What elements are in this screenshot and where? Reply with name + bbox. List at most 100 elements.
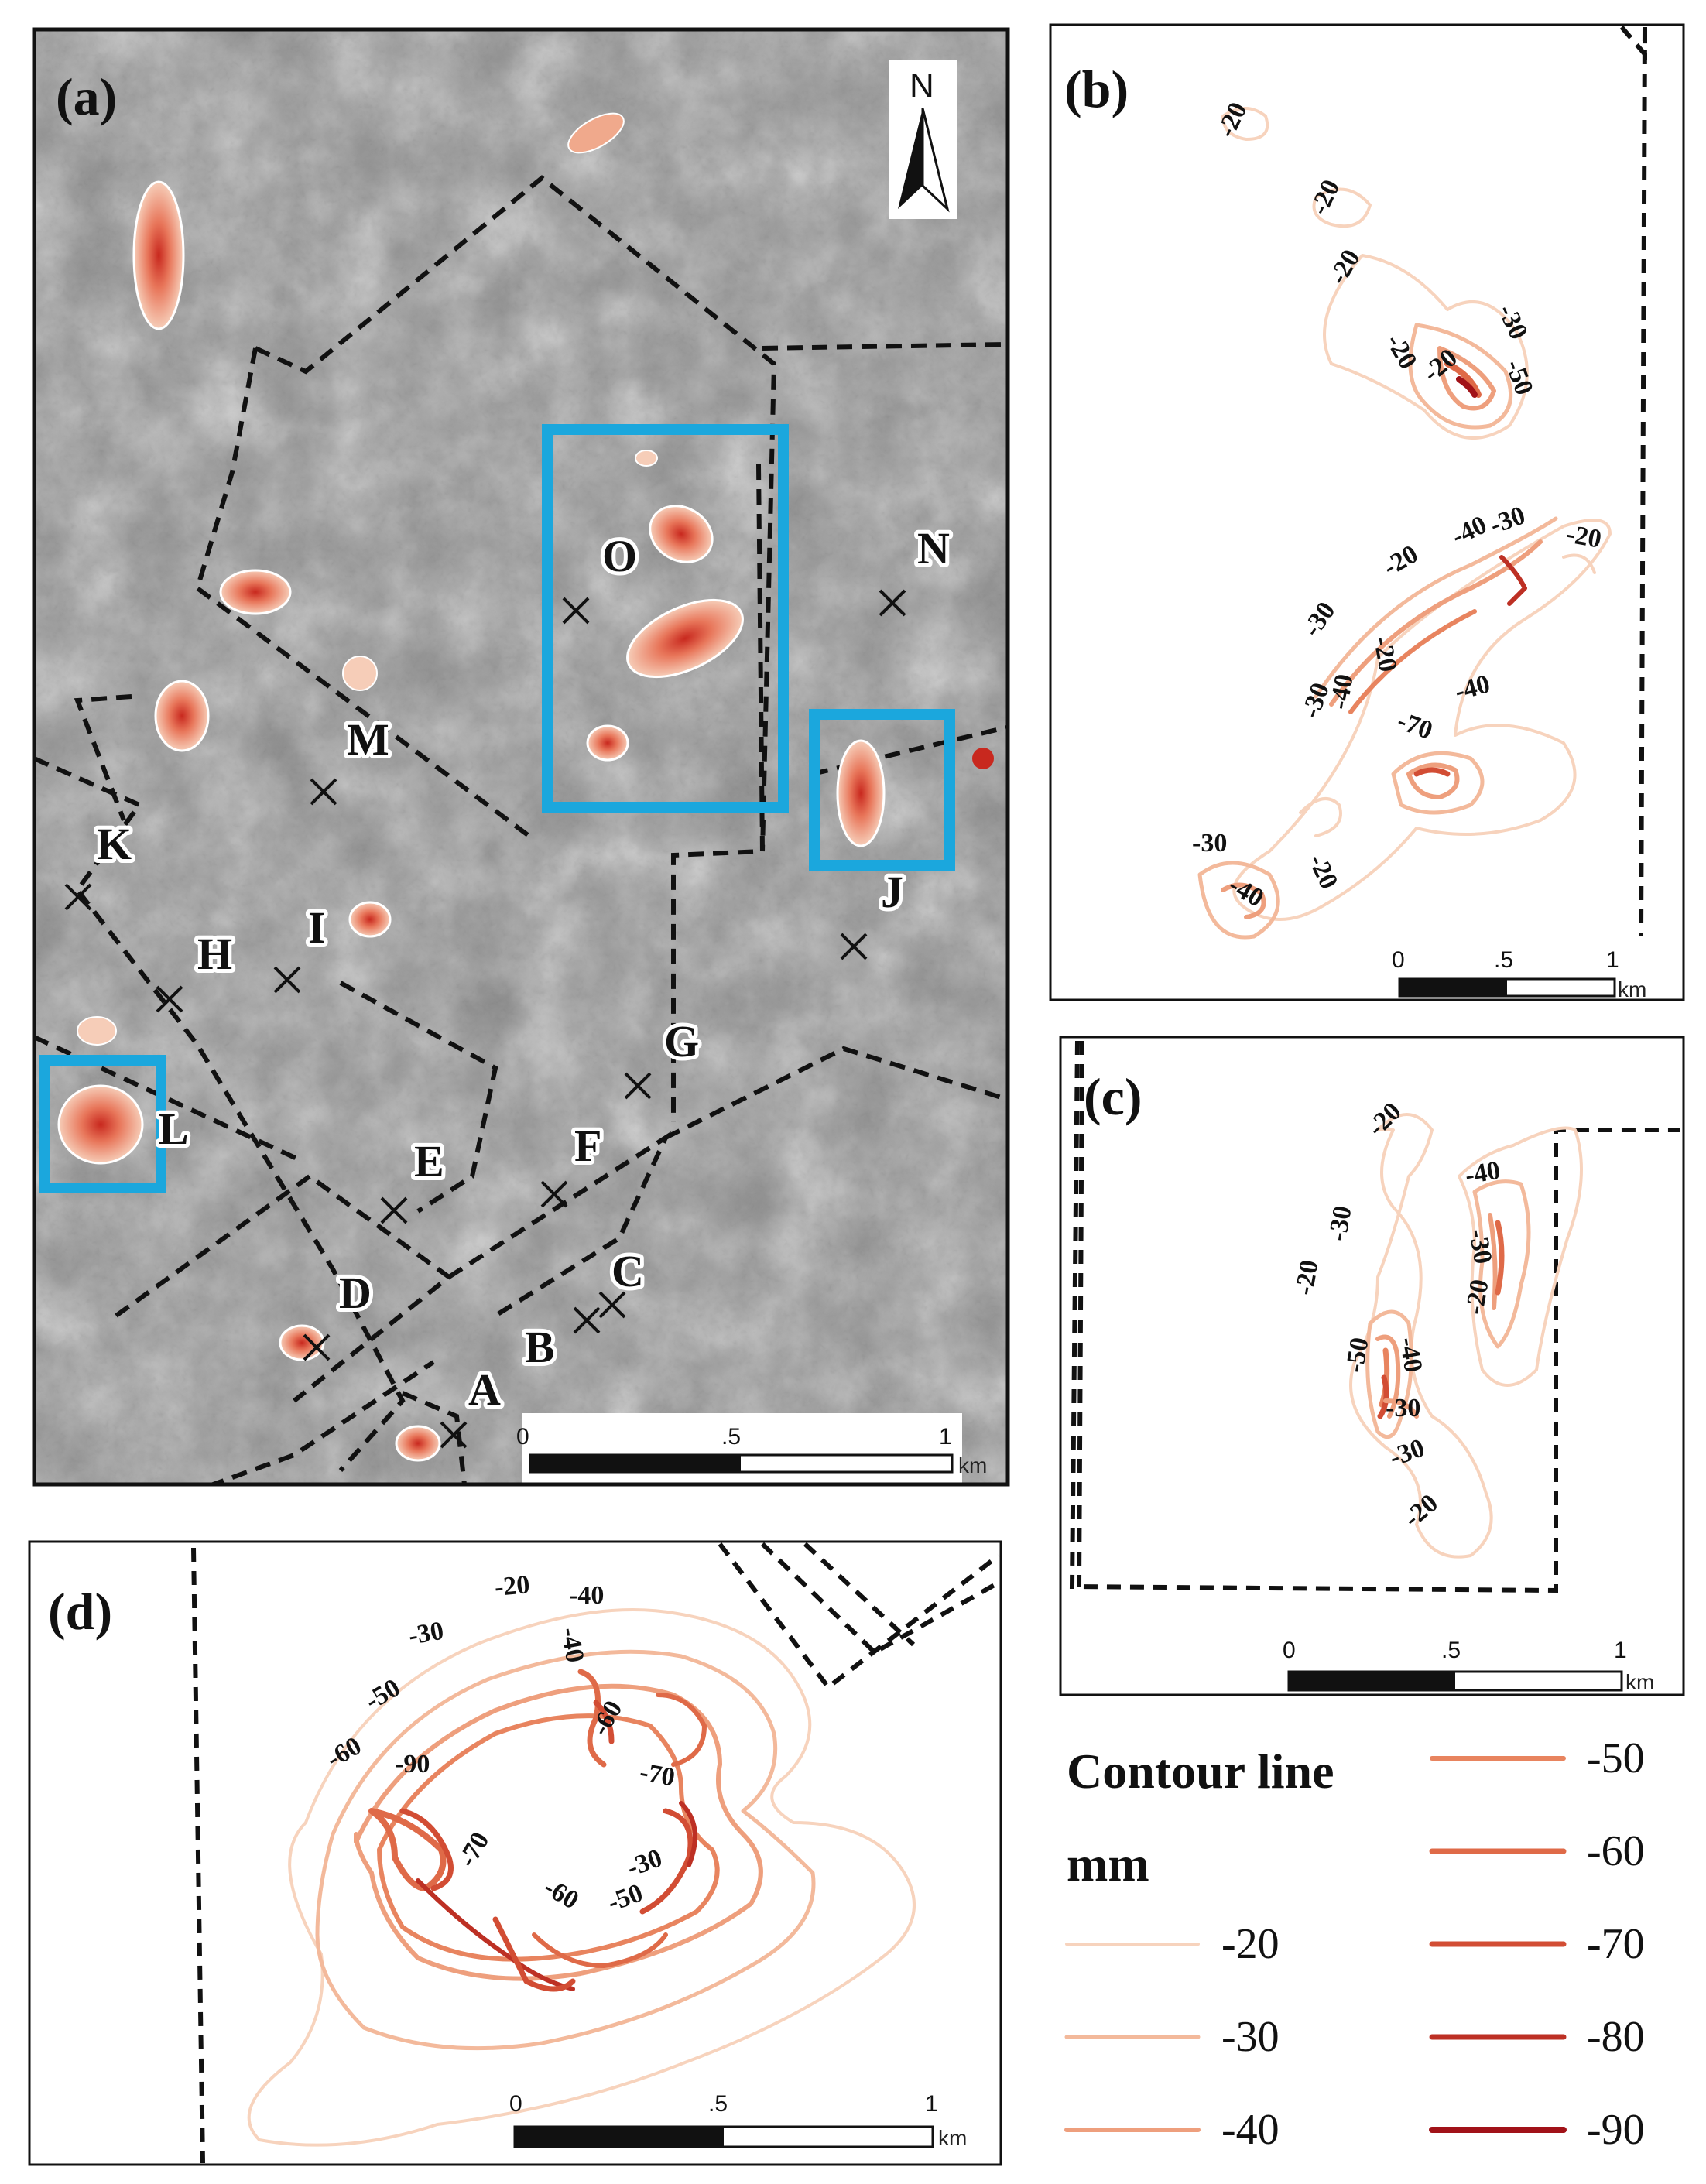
contour-label-c: -20 — [1460, 1277, 1494, 1316]
site-marker-I — [273, 966, 301, 994]
site-marker-H — [156, 985, 183, 1013]
legend-label--90: -90 — [1587, 2106, 1645, 2154]
panel-b-frame — [1049, 23, 1685, 1001]
legend-label--20: -20 — [1221, 1920, 1280, 1968]
scale-bar-c: 0 .5 1 km — [1283, 1638, 1654, 1694]
site-label-J: J — [881, 867, 903, 917]
deformation-zones — [57, 112, 994, 1462]
scale-b-tick-1: 1 — [1606, 947, 1619, 973]
site-marker-G — [624, 1072, 652, 1100]
panel-a: A B C D E F G H I J K L M N O (a) N — [32, 27, 1010, 1487]
north-letter: N — [910, 67, 934, 104]
legend-label--70: -70 — [1587, 1920, 1645, 1968]
scale-c-tick-half: .5 — [1441, 1638, 1461, 1663]
scale-d-unit: km — [938, 2126, 967, 2150]
site-label-B: B — [525, 1322, 555, 1372]
highlight-box-b — [542, 424, 789, 813]
contour-label-d: -40 — [555, 1625, 589, 1665]
site-labels: A B C D E F G H I J K L M N O — [93, 519, 954, 1419]
site-marker-E — [380, 1196, 408, 1224]
panel-label-a: (a) — [56, 67, 117, 126]
scale-a-tick-0: 0 — [516, 1424, 529, 1450]
legend-label--50: -50 — [1587, 1734, 1645, 1782]
highlight-box-c — [809, 709, 955, 871]
scale-a-tick-half: .5 — [721, 1424, 741, 1450]
panel-c-contours — [1349, 1113, 1583, 1559]
legend-label--40: -40 — [1221, 2106, 1280, 2154]
scale-d-tick-1: 1 — [925, 2091, 938, 2117]
panel-c: (c) -20 -30 -20 -40 -30 -50 -40 -30 - — [1059, 1036, 1685, 1696]
site-label-C: C — [611, 1246, 644, 1296]
contour-label-c: -40 — [1393, 1335, 1427, 1374]
site-label-I: I — [308, 902, 326, 953]
site-label-A: A — [468, 1364, 501, 1415]
site-marker-K — [64, 883, 92, 911]
site-marker-C — [598, 1291, 626, 1319]
contour-label-d: -70 — [638, 1758, 677, 1792]
panel-label-b: (b) — [1064, 60, 1129, 118]
scale-a-tick-1: 1 — [939, 1424, 952, 1450]
legend-label--80: -80 — [1587, 2013, 1645, 2061]
site-label-M: M — [347, 714, 389, 765]
scale-c-unit: km — [1625, 1670, 1654, 1694]
contour-label-c: -20 — [1290, 1258, 1324, 1297]
panel-b: (b) -20 -20 — [1049, 23, 1685, 1001]
panel-a-frame — [32, 27, 1010, 1487]
north-arrow-icon — [898, 108, 950, 213]
scale-c-tick-1: 1 — [1614, 1638, 1627, 1663]
legend-unit: mm — [1067, 1837, 1149, 1891]
north-arrow: N — [889, 60, 957, 219]
panel-b-contours — [1197, 107, 1612, 940]
scale-a-unit: km — [958, 1453, 987, 1477]
legend-title: Contour line — [1067, 1744, 1334, 1799]
scale-b-unit: km — [1618, 977, 1646, 1001]
scale-b-tick-0: 0 — [1392, 947, 1405, 973]
panel-c-contour-labels: -20 -30 -20 -40 -30 -50 -40 -30 -20 -30 … — [1290, 1097, 1502, 1533]
contour-label-b: -40 — [1324, 672, 1358, 711]
legend-label--60: -60 — [1587, 1827, 1645, 1875]
contour-label-c: -40 — [1463, 1156, 1502, 1190]
panel-label-d: (d) — [48, 1582, 112, 1641]
contour-label-d: -20 — [493, 1570, 530, 1602]
site-label-L: L — [159, 1104, 189, 1154]
site-label-D: D — [339, 1268, 372, 1318]
panel-d-boundary — [191, 1542, 1000, 2164]
site-label-E: E — [414, 1136, 444, 1186]
scale-bar-d: 0 .5 1 km — [509, 2091, 967, 2150]
scale-d-tick-0: 0 — [509, 2091, 522, 2117]
panel-d-frame — [28, 1540, 1002, 2166]
site-label-F: F — [574, 1121, 601, 1171]
site-marker-F — [540, 1180, 568, 1208]
scale-bar-a: 0 .5 1 — [516, 1413, 962, 1484]
contour-label-d: -30 — [406, 1617, 446, 1651]
contour-label-d: -90 — [395, 1750, 430, 1778]
site-marker-D — [303, 1333, 331, 1361]
contour-label-c: -30 — [1463, 1227, 1497, 1266]
site-label-G: G — [664, 1016, 699, 1066]
site-marker-B — [573, 1306, 601, 1334]
legend: Contour line mm -20-30-40-50-60-70-80-90 — [1064, 1734, 1645, 2154]
highlight-box-d — [39, 1055, 166, 1193]
contour-label-c: -30 — [1323, 1203, 1357, 1243]
scale-c-tick-0: 0 — [1283, 1638, 1296, 1663]
contour-label-c: -30 — [1386, 1394, 1420, 1422]
panel-b-boundary — [1619, 26, 1647, 937]
site-marker-A — [440, 1421, 468, 1449]
scale-d-tick-half: .5 — [708, 2091, 728, 2117]
site-marker-N — [879, 589, 906, 617]
site-marker-O — [562, 597, 590, 625]
site-label-H: H — [197, 929, 232, 979]
site-marker-J — [840, 933, 868, 960]
contour-label-b: -30 — [1192, 829, 1227, 858]
contour-label-d: -40 — [569, 1581, 604, 1610]
highlight-boxes — [39, 424, 955, 1193]
panel-d-contours — [247, 1608, 916, 2147]
contour-label-c: -50 — [1340, 1335, 1374, 1374]
site-label-N: N — [917, 523, 950, 573]
mine-boundaries — [34, 175, 1007, 1484]
contour-label-b: -20 — [1564, 519, 1604, 553]
contour-label-b: -20 — [1368, 635, 1402, 674]
panel-d: (d) -20 -40 -30 -50 — [28, 1540, 1002, 2166]
site-markers — [64, 589, 906, 1449]
